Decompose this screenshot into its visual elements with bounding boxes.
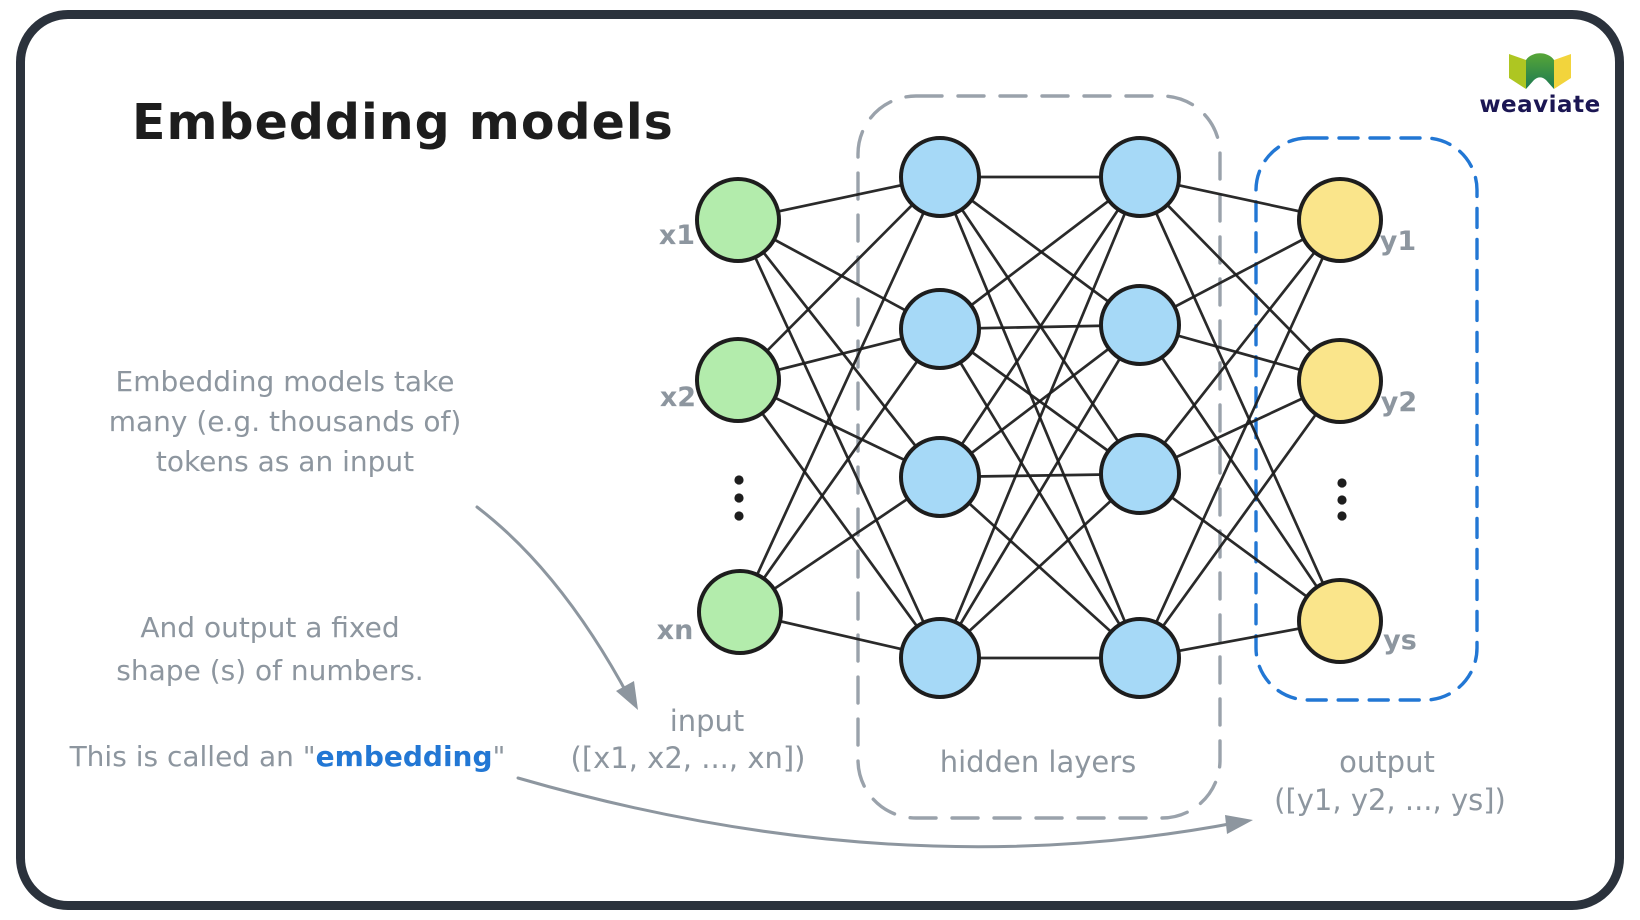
node-label-ys: ys xyxy=(1383,625,1417,656)
network-edge xyxy=(938,176,1142,659)
weaviate-logo-icon xyxy=(1509,53,1571,89)
hidden-node xyxy=(899,136,981,218)
annotation-arrow-input xyxy=(475,505,632,701)
hidden-node xyxy=(899,436,981,518)
output-ellipsis-dots xyxy=(1337,511,1347,521)
annotation-prefix: This is called an xyxy=(69,740,303,773)
hidden-layers-label: hidden layers xyxy=(939,745,1137,779)
network-edge xyxy=(939,175,1141,327)
annotation-line: And output a fixed xyxy=(140,611,400,644)
network-edge xyxy=(939,175,1141,331)
hidden-node xyxy=(1099,284,1181,366)
weaviate-logo-text: weaviate xyxy=(1479,92,1601,118)
network-edge xyxy=(939,323,1141,479)
network-edge xyxy=(938,324,1142,659)
network-edge xyxy=(1138,324,1342,622)
hidden-node xyxy=(1099,617,1181,699)
close-quote: " xyxy=(492,740,506,773)
annotation-output-shape: And output a fixed shape (s) of numbers. xyxy=(50,606,490,692)
hidden-layers-box xyxy=(856,94,1222,820)
output-ellipsis-dots xyxy=(1337,495,1347,505)
node-label-x2: x2 xyxy=(659,382,697,413)
hidden-node xyxy=(1099,136,1181,218)
hidden-node xyxy=(1099,433,1181,515)
input-layer-label: input xyxy=(669,704,745,738)
network-edge xyxy=(736,219,942,478)
annotation-line: Embedding models take xyxy=(115,365,455,398)
network-edge xyxy=(1138,219,1342,659)
network-edge xyxy=(737,176,941,381)
input-ellipsis-dots xyxy=(734,493,744,503)
annotation-line: shape (s) of numbers. xyxy=(116,654,424,687)
annotation-arrow-output xyxy=(516,776,1242,849)
output-ellipsis-dots xyxy=(1337,478,1347,488)
annotation-arrow-input-head xyxy=(616,681,638,710)
input-vector-label: ([x1, x2, ..., xn]) xyxy=(570,741,806,775)
network-edge xyxy=(939,473,1141,659)
annotation-input-tokens: Embedding models take many (e.g. thousan… xyxy=(55,362,515,482)
output-node xyxy=(1297,177,1383,263)
network-edge xyxy=(736,219,942,659)
slide-card xyxy=(16,10,1624,910)
network-edge xyxy=(738,328,942,613)
network-edge xyxy=(738,176,942,613)
annotation-line: many (e.g. thousands of) xyxy=(108,405,462,438)
annotation-line: tokens as an input xyxy=(155,445,415,478)
embedding-term: embedding xyxy=(315,740,493,773)
open-quote: " xyxy=(302,740,316,773)
weaviate-logo: weaviate xyxy=(1474,48,1606,118)
network-edge xyxy=(736,379,942,659)
output-node xyxy=(1297,578,1383,664)
input-node xyxy=(697,569,783,655)
hidden-node xyxy=(899,288,981,370)
node-label-x1: x1 xyxy=(658,220,696,251)
network-edge xyxy=(1138,219,1342,475)
node-label-y1: y1 xyxy=(1379,226,1417,257)
network-edge xyxy=(1138,380,1342,659)
network-edge xyxy=(938,176,1142,478)
input-ellipsis-dots xyxy=(734,475,744,485)
output-node xyxy=(1297,338,1383,424)
output-vector-label: ([y1, y2, ..., ys]) xyxy=(1274,783,1506,817)
annotation-arrow-output-head xyxy=(1225,815,1253,834)
input-ellipsis-dots xyxy=(734,511,744,521)
network-edge xyxy=(1139,176,1341,382)
node-label-y2: y2 xyxy=(1380,387,1418,418)
annotation-embedding-definition: This is called an "embedding" xyxy=(50,740,525,773)
node-label-xn: xn xyxy=(656,615,694,646)
network-edge xyxy=(1138,176,1342,622)
output-layer-label: output xyxy=(1339,745,1435,779)
input-node xyxy=(695,177,781,263)
input-node xyxy=(695,337,781,423)
hidden-node xyxy=(899,617,981,699)
page-title: Embedding models xyxy=(132,94,674,151)
